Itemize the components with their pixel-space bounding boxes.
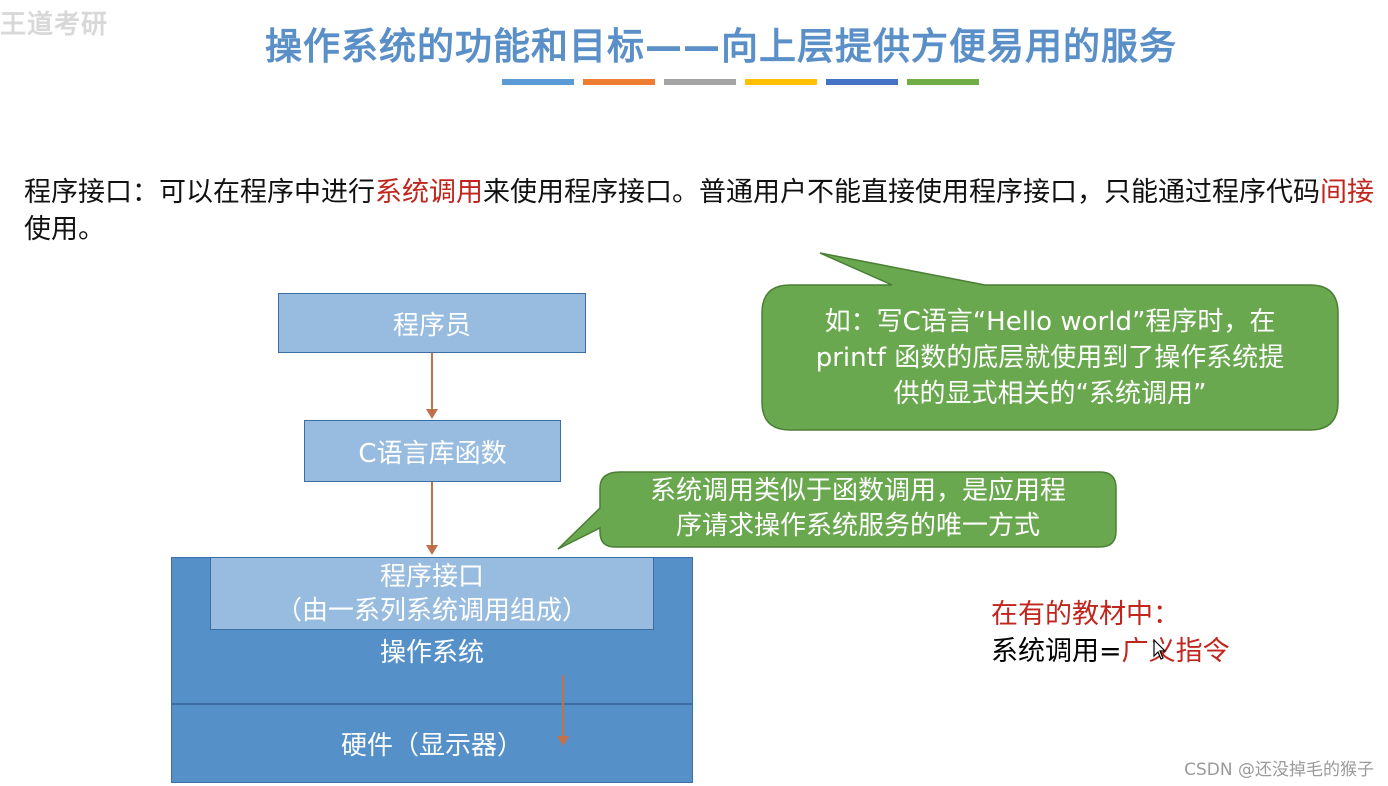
arrow-head-1 — [426, 409, 438, 419]
example-bubble-shape — [761, 252, 1339, 431]
title-color-bar-6 — [907, 79, 979, 85]
textbook-note-syscall: 系统调用= — [991, 636, 1122, 667]
program-interface-label: 程序接口 — [379, 561, 484, 592]
intro-text-1: 程序接口：可以在程序中进行 — [24, 177, 375, 208]
program-interface-box: 程序接口 （由一系列系统调用组成） — [210, 557, 654, 630]
watermark-logo: 王道考研 — [0, 10, 109, 40]
arrow-head-3 — [557, 736, 569, 746]
textbook-note-equation: 系统调用=广义指令 — [991, 633, 1230, 670]
title-color-bar-3 — [664, 79, 736, 85]
programmer-label: 程序员 — [392, 310, 471, 341]
slide-title: 操作系统的功能和目标——向上层提供方便易用的服务 — [265, 25, 1177, 68]
intro-highlight-indirect: 间接 — [1320, 177, 1374, 208]
c-library-label: C语言库函数 — [358, 438, 507, 469]
syscall-bubble-shape — [557, 471, 1117, 550]
textbook-note-heading: 在有的教材中： — [991, 599, 1180, 630]
os-hardware-divider — [171, 703, 693, 705]
hardware-label: 硬件（显示器） — [340, 731, 523, 761]
csdn-watermark: CSDN @还没掉毛的猴子 — [1184, 760, 1374, 780]
programmer-box: 程序员 — [278, 293, 586, 353]
os-label: 操作系统 — [379, 638, 484, 668]
intro-text-3: 使用。 — [24, 214, 105, 245]
title-color-bar-4 — [745, 79, 817, 85]
example-bubble-line-1: 如：写C语言“Hello world”程序时，在 — [824, 307, 1276, 337]
arrow-head-2 — [426, 545, 438, 555]
syscall-bubble-text: 系统调用类似于函数调用，是应用程 序请求操作系统服务的唯一方式 — [600, 474, 1116, 544]
arrow-programmer-to-clib — [431, 353, 433, 410]
title-color-bar-2 — [583, 79, 655, 85]
textbook-note: 在有的教材中： 系统调用=广义指令 — [991, 596, 1230, 670]
example-bubble-line-3: 供的显式相关的“系统调用” — [893, 379, 1207, 409]
example-bubble-line-2: printf 函数的底层就使用到了操作系统提 — [815, 343, 1285, 373]
c-library-box: C语言库函数 — [304, 420, 561, 482]
syscall-bubble-line-2: 序请求操作系统服务的唯一方式 — [675, 511, 1040, 541]
mouse-cursor-icon — [1153, 639, 1167, 660]
arrow-clib-to-interface — [431, 482, 433, 546]
syscall-bubble-line-1: 系统调用类似于函数调用，是应用程 — [649, 476, 1066, 506]
arrow-os-to-hardware — [562, 675, 564, 737]
program-interface-sublabel: （由一系列系统调用组成） — [275, 595, 588, 626]
textbook-note-generalized-instruction: 广义指令 — [1121, 636, 1230, 667]
intro-highlight-syscall: 系统调用 — [375, 177, 483, 208]
title-color-bar-1 — [502, 79, 574, 85]
intro-paragraph: 程序接口：可以在程序中进行系统调用来使用程序接口。普通用户不能直接使用程序接口，… — [24, 174, 1374, 248]
title-color-bar-5 — [826, 79, 898, 85]
intro-text-2: 来使用程序接口。普通用户不能直接使用程序接口，只能通过程序代码 — [483, 177, 1320, 208]
example-bubble-text: 如：写C语言“Hello world”程序时，在 printf 函数的底层就使用… — [762, 304, 1338, 412]
